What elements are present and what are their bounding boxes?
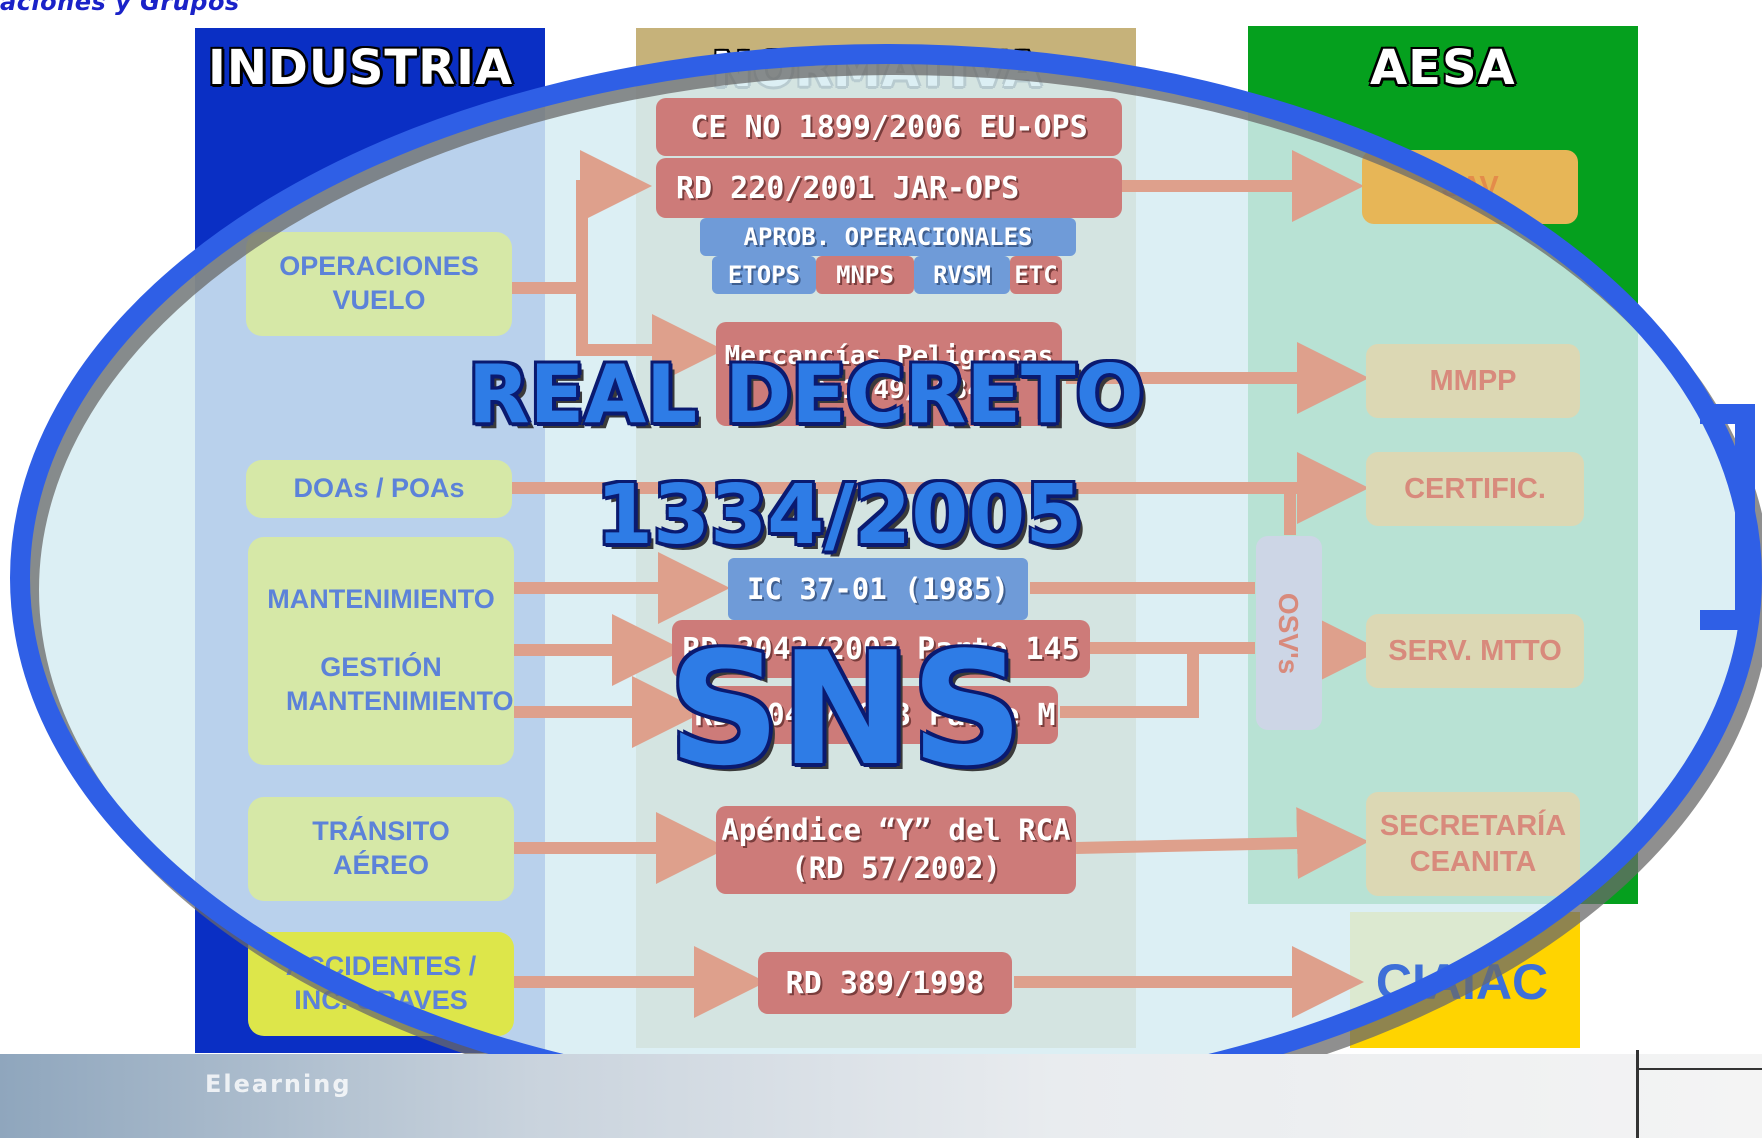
ellipse-tail [1700,404,1755,630]
ellipse-outline [10,44,1762,1112]
mercancias-title: Mercancías Peligrosas [724,341,1054,372]
line-partm-osv [1060,652,1199,718]
mercancias-rd: RD 1749/1984 [795,375,983,405]
footer-divider-horizontal [1636,1068,1762,1070]
aesa-title: AESA [1370,40,1516,96]
rd-2042-m-box: RD 2042/2003 Parte M [692,686,1058,744]
certific-box: CERTIFIC. [1366,452,1584,526]
industria-title: INDUSTRIA [208,40,514,96]
decreto-number: 1334/2005 [596,468,1083,563]
footer-elearning: Elearning [205,1070,352,1098]
etops-box: ETOPS [712,256,816,294]
gestion-mantenimiento-label: GESTIÓN MANTENIMIENTO [286,652,514,716]
mantenimiento-group-box: MANTENIMIENTO GESTIÓN MANTENIMIENTO [248,537,514,765]
rd-389-box: RD 389/1998 [758,952,1012,1014]
apendice-title: Apéndice “Y” del RCA [721,813,1071,848]
footer-divider-vertical [1636,1050,1639,1138]
osvs-box: OSV's [1256,536,1322,730]
sns-label: SNS [668,618,1024,800]
apendice-rd: (RD 57/2002) [791,851,1001,885]
section-caption: aciones y Grupos [0,0,240,16]
doas-poas-box: DOAs / POAs [246,460,512,518]
footer-strip [0,1054,1762,1138]
secretaria-ceanita-box: SECRETARÍA CEANITA [1366,792,1580,896]
arrow-apendice-secretaria [1075,807,1369,880]
arrow-operaciones-mercancias [576,288,724,386]
transito-aereo-box: TRÁNSITO AÉREO [248,797,514,901]
arrow-operaciones-rd220 [512,150,652,294]
aprob-operacionales-box: APROB. OPERACIONALES [700,218,1076,256]
mnps-box: MNPS [816,256,914,294]
rd-2042-145-box: RD 2042/2003 Parte 145 [672,620,1090,678]
real-decreto-title: REAL DECRETO [468,348,1144,441]
operaciones-vuelo-box: OPERACIONES VUELO [246,232,512,336]
serv-mtto-box: SERV. MTTO [1366,614,1584,688]
rvsm-box: RVSM [914,256,1010,294]
mercancias-box: Mercancías Peligrosas RD 1749/1984 [716,322,1062,426]
ic-37-01-box: IC 37-01 (1985) [728,558,1028,620]
etc-box: ETC [1010,256,1062,294]
mantenimiento-label: MANTENIMIENTO [267,584,495,615]
mmpp-box: MMPP [1366,344,1580,418]
rd-220-box: RD 220/2001 JAR-OPS [656,158,1122,218]
apendice-y-box: Apéndice “Y” del RCA (RD 57/2002) [716,806,1076,894]
ce-1899-box: CE NO 1899/2006 EU-OPS [656,98,1122,156]
